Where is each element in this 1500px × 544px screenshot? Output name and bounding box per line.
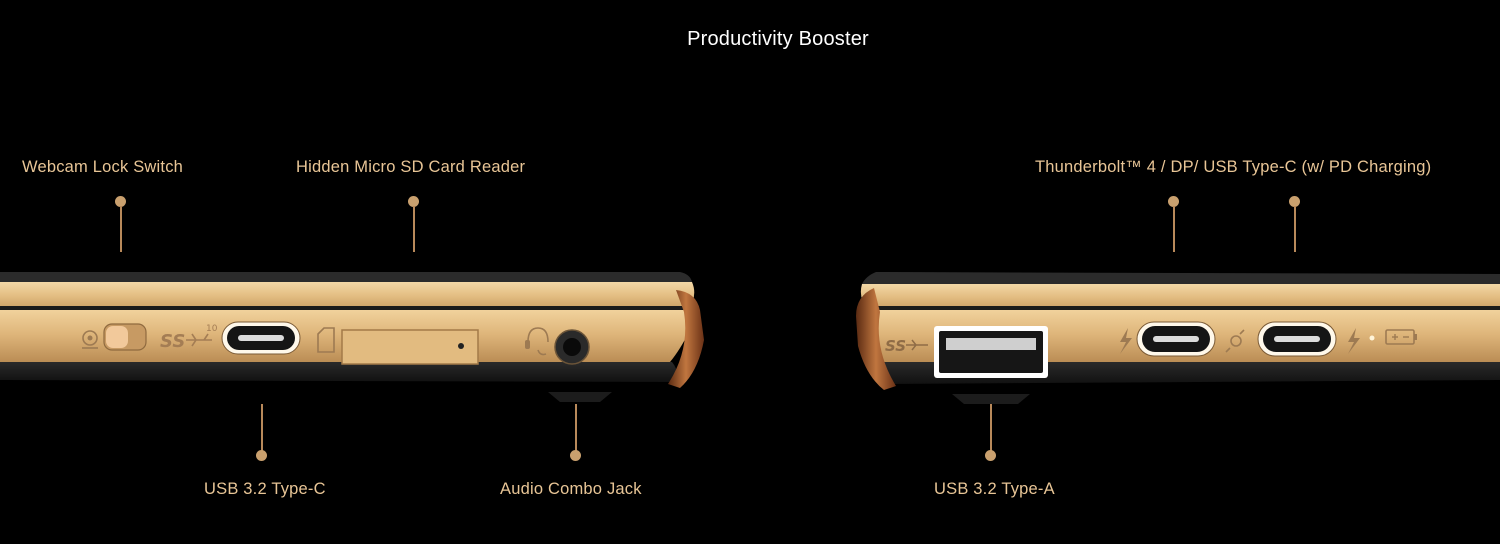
callout-line	[575, 404, 577, 452]
callout-line	[1294, 206, 1296, 252]
callout-line	[120, 206, 122, 252]
page-title: Productivity Booster	[687, 28, 869, 50]
usb-ss-logo-right: SS	[885, 337, 928, 355]
callout-usb-c-left: USB 3.2 Type-C	[204, 480, 326, 498]
svg-text:10: 10	[206, 324, 218, 334]
callout-dot	[570, 450, 581, 461]
micro-sd-reader-hardware	[317, 327, 479, 365]
callout-dot	[1289, 196, 1300, 207]
webcam-lock-switch-hardware	[82, 323, 147, 351]
thunderbolt-port-1	[1120, 321, 1216, 357]
callout-dot	[1168, 196, 1179, 207]
usb-c-port-left	[221, 321, 301, 355]
callout-dot	[985, 450, 996, 461]
usb-a-port	[934, 326, 1048, 378]
battery-status-icon	[1369, 329, 1417, 345]
callout-webcam-lock-switch: Webcam Lock Switch	[22, 158, 184, 176]
audio-combo-jack-hardware	[525, 327, 590, 365]
callout-audio-jack: Audio Combo Jack	[500, 480, 642, 498]
usb-ss-logo-left: SS 10	[160, 324, 218, 352]
callout-thunderbolt: Thunderbolt™ 4 / DP/ USB Type-C (w/ PD C…	[1035, 158, 1432, 176]
callout-micro-sd-reader: Hidden Micro SD Card Reader	[296, 158, 526, 176]
callout-line	[990, 404, 992, 452]
callout-line	[413, 206, 415, 252]
callout-usb-a: USB 3.2 Type-A	[934, 480, 1055, 498]
callout-dot	[408, 196, 419, 207]
charging-plug-icon	[1225, 329, 1245, 353]
callout-dot	[115, 196, 126, 207]
svg-text:SS: SS	[885, 337, 906, 355]
callout-line	[261, 404, 263, 452]
svg-text:SS: SS	[160, 331, 185, 352]
thunderbolt-port-2	[1257, 321, 1360, 357]
callout-line	[1173, 206, 1175, 252]
callout-dot	[256, 450, 267, 461]
